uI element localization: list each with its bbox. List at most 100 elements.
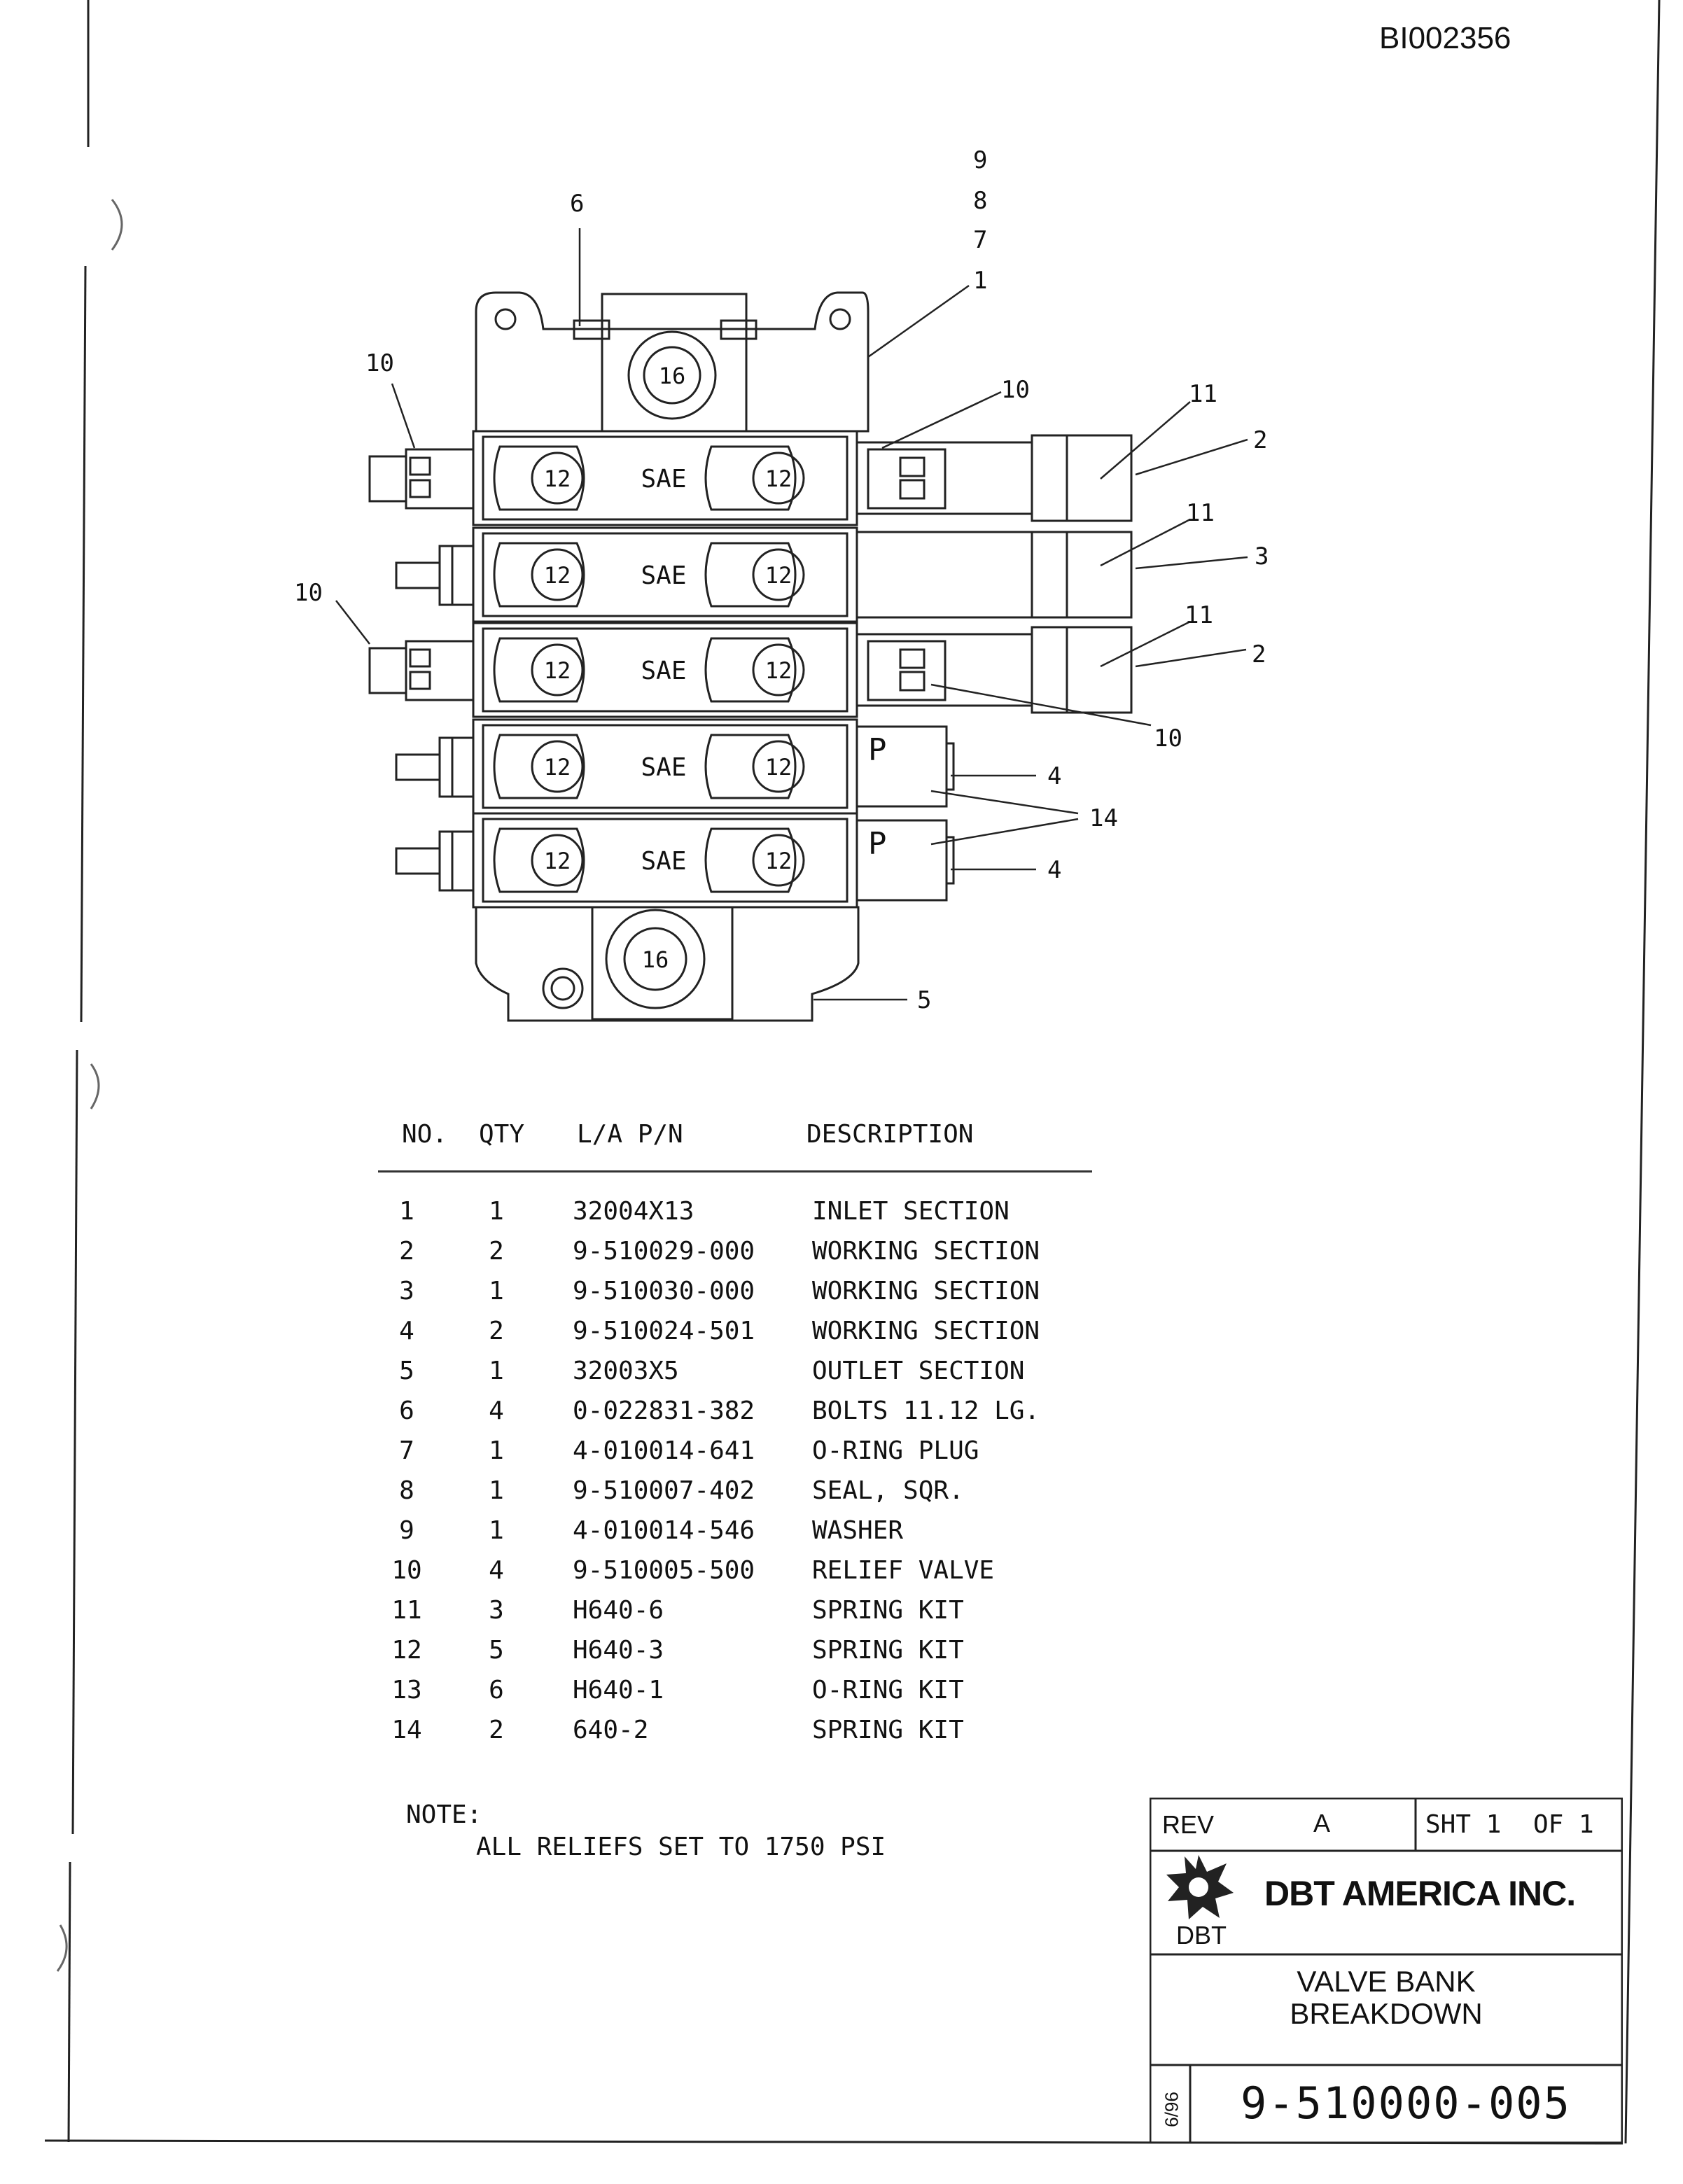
title-line-1: VALVE BANK xyxy=(1297,1965,1476,1998)
header-part-number: L/A P/N xyxy=(577,1120,683,1149)
table-row: 4 2 9-510024-501 WORKING SECTION xyxy=(378,1317,1092,1356)
table-row: 1 1 32004X13 INLET SECTION xyxy=(378,1197,1092,1236)
cell-desc: RELIEF VALVE xyxy=(812,1556,995,1585)
cell-pn: H640-6 xyxy=(573,1596,664,1625)
callout-1: 1 xyxy=(973,267,987,295)
cell-pn: 9-510024-501 xyxy=(573,1317,755,1345)
sae-label: SAE xyxy=(641,657,686,685)
cell-no: 11 xyxy=(391,1596,422,1625)
cell-no: 8 xyxy=(399,1476,414,1505)
cell-pn: 9-510007-402 xyxy=(573,1476,755,1505)
table-row: 12 5 H640-3 SPRING KIT xyxy=(378,1636,1092,1675)
port-size-label: 12 xyxy=(544,562,571,589)
cell-no: 13 xyxy=(391,1676,422,1704)
callout-10-top-right: 10 xyxy=(1001,376,1030,404)
port-size-label: 12 xyxy=(765,657,792,684)
cell-no: 5 xyxy=(399,1357,414,1385)
note-text: ALL RELIEFS SET TO 1750 PSI xyxy=(476,1833,886,1861)
cell-desc: SEAL, SQR. xyxy=(812,1476,964,1505)
callout-14: 14 xyxy=(1089,804,1118,832)
cell-pn: H640-3 xyxy=(573,1636,664,1665)
cell-desc: INLET SECTION xyxy=(812,1197,1010,1226)
cell-desc: O-RING KIT xyxy=(812,1676,964,1704)
cell-pn: 0-022831-382 xyxy=(573,1396,755,1425)
cell-qty: 1 xyxy=(489,1277,504,1306)
cell-no: 1 xyxy=(399,1197,414,1226)
cell-qty: 1 xyxy=(489,1436,504,1465)
cell-qty: 4 xyxy=(489,1556,504,1585)
cell-desc: OUTLET SECTION xyxy=(812,1357,1025,1385)
callout-4-b: 4 xyxy=(1047,856,1061,884)
cell-no: 3 xyxy=(399,1277,414,1306)
cell-pn: 9-510030-000 xyxy=(573,1277,755,1306)
cell-qty: 2 xyxy=(489,1317,504,1345)
cell-no: 4 xyxy=(399,1317,414,1345)
callout-10-top-left: 10 xyxy=(365,349,394,377)
table-row: 8 1 9-510007-402 SEAL, SQR. xyxy=(378,1476,1092,1516)
callout-2-b: 2 xyxy=(1252,640,1266,668)
sae-label: SAE xyxy=(641,465,686,493)
cell-no: 9 xyxy=(399,1516,414,1545)
cell-no: 6 xyxy=(399,1396,414,1425)
cell-qty: 1 xyxy=(489,1197,504,1226)
callout-4-a: 4 xyxy=(1047,762,1061,790)
cell-pn: 640-2 xyxy=(573,1716,649,1744)
drawing-title: VALVE BANK BREAKDOWN xyxy=(1150,1966,1623,2030)
callout-3: 3 xyxy=(1255,542,1269,570)
cell-no: 7 xyxy=(399,1436,414,1465)
cell-qty: 5 xyxy=(489,1636,504,1665)
cell-qty: 1 xyxy=(489,1516,504,1545)
inlet-section xyxy=(475,291,870,433)
callout-7: 7 xyxy=(973,226,987,254)
working-section-3: 12 12 SAE xyxy=(368,622,1133,718)
cell-desc: SPRING KIT xyxy=(812,1716,964,1744)
callout-10-mid-left: 10 xyxy=(294,579,323,607)
cell-desc: WORKING SECTION xyxy=(812,1317,1040,1345)
cell-pn: 4-010014-546 xyxy=(573,1516,755,1545)
port-size-label: 12 xyxy=(765,465,792,492)
of-label: OF 1 xyxy=(1533,1810,1594,1839)
cell-pn: 9-510005-500 xyxy=(573,1556,755,1585)
working-section-1: 12 12 SAE xyxy=(368,430,1133,526)
port-size-label: 12 xyxy=(544,657,571,684)
sae-label: SAE xyxy=(641,847,686,876)
cell-qty: 6 xyxy=(489,1676,504,1704)
cell-no: 12 xyxy=(391,1636,422,1665)
rev-label: REV xyxy=(1162,1810,1215,1839)
title-line-2: BREAKDOWN xyxy=(1290,1997,1483,2030)
cell-pn: 32003X5 xyxy=(573,1357,679,1385)
port-size-label: 12 xyxy=(544,465,571,492)
cell-desc: WORKING SECTION xyxy=(812,1237,1040,1266)
sheet-label: SHT 1 xyxy=(1425,1810,1502,1839)
title-block: REV A SHT 1 OF 1 DBT AMERICA INC. DBT VA… xyxy=(1150,1798,1623,2143)
cell-desc: SPRING KIT xyxy=(812,1636,964,1665)
table-rule xyxy=(378,1170,1092,1172)
callout-11-a: 11 xyxy=(1189,380,1217,408)
callout-11-c: 11 xyxy=(1185,601,1213,629)
callout-6: 6 xyxy=(570,190,584,218)
cell-desc: O-RING PLUG xyxy=(812,1436,979,1465)
cell-qty: 2 xyxy=(489,1237,504,1266)
outlet-port-size: 16 xyxy=(642,946,669,973)
cell-pn: 32004X13 xyxy=(573,1197,694,1226)
callout-8: 8 xyxy=(973,187,987,215)
drawing-number: 9-510000-005 xyxy=(1241,2078,1571,2129)
port-size-label: 12 xyxy=(765,848,792,874)
company-name: DBT AMERICA INC. xyxy=(1264,1874,1576,1913)
outlet-section xyxy=(475,906,860,1022)
cell-qty: 1 xyxy=(489,1476,504,1505)
callout-9: 9 xyxy=(973,146,987,174)
cell-pn: 9-510029-000 xyxy=(573,1237,755,1266)
cell-qty: 4 xyxy=(489,1396,504,1425)
cell-desc: BOLTS 11.12 LG. xyxy=(812,1396,1040,1425)
callout-11-b: 11 xyxy=(1186,499,1215,527)
sae-label: SAE xyxy=(641,753,686,782)
